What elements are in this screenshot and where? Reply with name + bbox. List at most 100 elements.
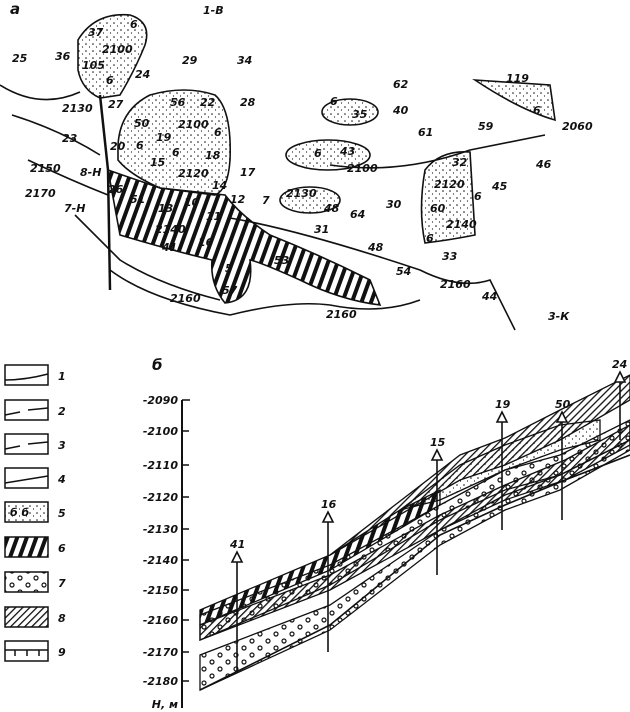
well-label: 60 (430, 202, 446, 215)
contour-east (229, 217, 516, 331)
legend (4, 364, 49, 662)
sand-body-ne (472, 79, 556, 122)
well-label: 51 (130, 193, 145, 206)
section-layers (199, 374, 630, 692)
contour-ne (329, 134, 546, 169)
contour-2130 (0, 84, 81, 101)
contour-label: 2100 (347, 162, 378, 175)
well-label: 59 (478, 120, 494, 133)
well-label: 32 (452, 156, 468, 169)
well-label: 30 (386, 198, 402, 211)
well-label: 40 (392, 104, 409, 117)
legend-num: 6 (58, 542, 66, 555)
sand-body-north (77, 13, 148, 99)
axis-tick: -2140 (143, 554, 179, 567)
axis-tick: -2100 (143, 425, 179, 438)
facies-label: 6 (474, 190, 482, 203)
well-label: 50 (134, 117, 150, 130)
well-label: 61 (418, 126, 433, 139)
legend-num: 8 (58, 612, 66, 625)
well-label: 56 (170, 96, 186, 109)
well-label: 14 (212, 179, 227, 192)
legend-num: 9 (58, 646, 66, 659)
well-label: 23 (62, 132, 78, 145)
hatched-body (106, 168, 382, 306)
contour-label: 2160 (170, 292, 201, 305)
axis-tick: -2170 (143, 646, 179, 659)
axis-tick: -2160 (143, 614, 179, 627)
well-labels: 41 16 15 19 50 24 (229, 358, 627, 551)
well-label: 50 (555, 398, 571, 411)
map-panel (0, 13, 556, 331)
well-label: 54 (396, 265, 411, 278)
axis-tick: -2120 (143, 491, 179, 504)
well-label: 8-Н (80, 166, 101, 179)
contour-label: 2060 (562, 120, 593, 133)
well-label: 53 (274, 254, 290, 267)
legend-num: 5 (58, 507, 66, 520)
well-label: 28 (240, 96, 256, 109)
axis-tick: -2090 (143, 394, 179, 407)
contour-label: 2130 (286, 187, 317, 200)
well-label: 119 (506, 72, 529, 85)
facies-label: 6 (136, 139, 144, 152)
axis-unit: H, м (152, 698, 178, 711)
legend-item-6 (4, 536, 49, 558)
well-label: 41 (229, 538, 245, 551)
section-axis (181, 399, 190, 708)
section-panel-label: б (152, 356, 162, 374)
sand-lens-3 (279, 186, 341, 214)
map-panel-label: а (10, 0, 20, 18)
contour-label: 2160 (326, 308, 357, 321)
well-label: 44 (481, 290, 497, 303)
facies-label: 6 (130, 18, 138, 31)
legend-num: 4 (57, 473, 66, 486)
axis-tick: -2180 (143, 675, 179, 688)
well-label: 46 (535, 158, 552, 171)
legend-item-7 (4, 571, 49, 593)
axis-tick: -2150 (143, 584, 179, 597)
well-label: 11 (206, 210, 221, 223)
legend-numbers: 1 2 3 4 5 б б 6 7 8 9 (10, 370, 66, 659)
well-label: 105 (82, 59, 105, 72)
contour-label: 2150 (30, 162, 61, 175)
well-label: 35 (352, 108, 368, 121)
well-label: 26 (108, 183, 124, 196)
well-label: 17 (240, 166, 256, 179)
contour-label: 2160 (440, 278, 471, 291)
legend-num: 3 (58, 439, 66, 452)
legend-item-1 (4, 364, 49, 386)
legend-item-5 (4, 501, 49, 523)
well-label: 57 (222, 284, 238, 297)
layer-circles-lower (199, 439, 630, 692)
well-label: 16 (321, 498, 337, 511)
legend-num: 7 (58, 577, 66, 590)
contour-label: 2120 (434, 178, 465, 191)
well-label: 45 (491, 180, 508, 193)
axis-tick: -2110 (143, 459, 179, 472)
well-label: 37 (88, 26, 104, 39)
contour-c (74, 214, 221, 301)
facies-label: 6 (426, 232, 434, 245)
well-label: 19 (156, 131, 172, 144)
layer-fine-hatch-upper (329, 374, 630, 556)
facies-label: 6 (533, 104, 541, 117)
contour-label: 2140 (155, 223, 186, 236)
well-label: 12 (230, 193, 246, 206)
contour-label: 2130 (62, 102, 93, 115)
well-label: 15 (150, 156, 166, 169)
well-label: 24 (612, 358, 627, 371)
facies-label: 6 (172, 146, 180, 159)
well-label: 36 (55, 50, 71, 63)
sand-lens-1 (321, 98, 379, 126)
well-label: 7-Н (64, 202, 85, 215)
contour-label: 2100 (102, 43, 133, 56)
contour-label: 2170 (25, 187, 56, 200)
well-label: 24 (135, 68, 150, 81)
legend-item-2 (4, 399, 49, 421)
well-label: 19 (495, 398, 511, 411)
legend-item-8 (4, 606, 49, 628)
well-label: 64 (350, 208, 365, 221)
